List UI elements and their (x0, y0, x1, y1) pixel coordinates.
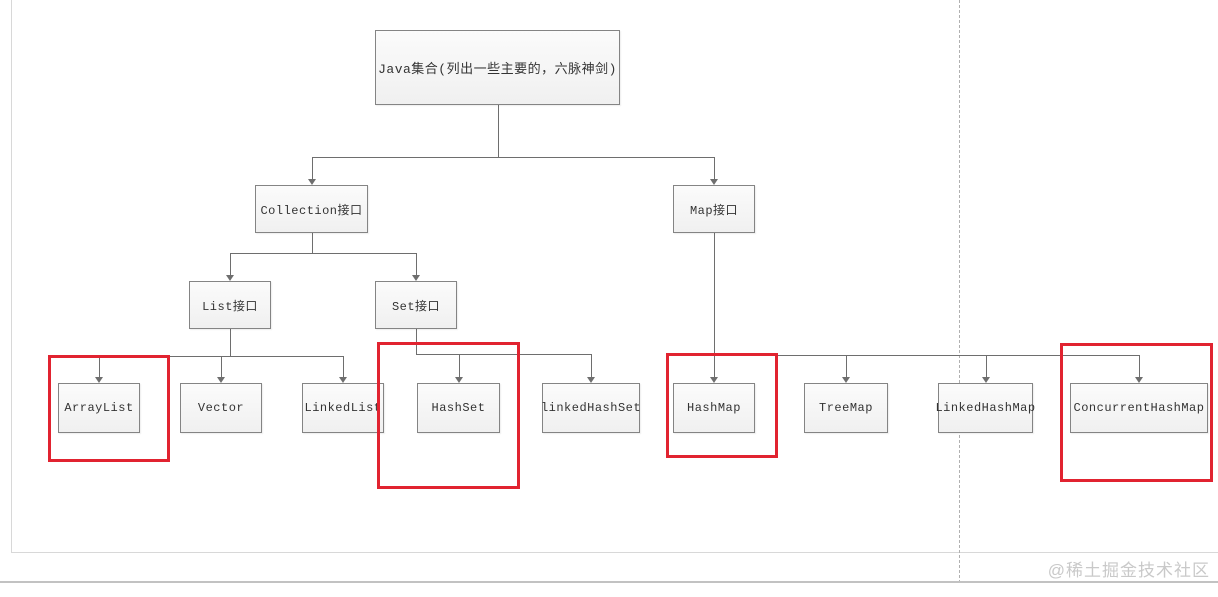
node-map: Map接口 (673, 185, 755, 233)
connector-line (714, 355, 715, 378)
page-break-dashed-line (959, 0, 960, 583)
connector-line (986, 355, 987, 378)
connector-line (230, 329, 231, 357)
connector-arrowhead-icon (217, 377, 225, 383)
node-arraylist: ArrayList (58, 383, 140, 433)
connector-arrowhead-icon (308, 179, 316, 185)
connector-arrowhead-icon (1135, 377, 1143, 383)
node-list: List接口 (189, 281, 271, 329)
connector-line (221, 356, 222, 378)
connector-line (591, 354, 592, 378)
node-hashmap: HashMap (673, 383, 755, 433)
node-label: LinkedList (304, 401, 382, 415)
node-label: HashSet (431, 401, 486, 415)
bottom-divider (0, 581, 1218, 583)
connector-line (230, 253, 231, 276)
connector-line (714, 157, 715, 180)
node-linkedhashset: linkedHashSet (540, 383, 642, 433)
canvas-bottom-border (11, 552, 1218, 553)
node-set: Set接口 (375, 281, 457, 329)
node-label: Map接口 (689, 203, 739, 218)
highlight-box-concurrenthashmap (1060, 343, 1213, 482)
node-label: Collection接口 (260, 203, 363, 218)
node-label: Java集合(列出一些主要的，六脉神剑) (378, 62, 617, 77)
node-label: HashMap (687, 401, 741, 415)
node-vector: Vector (180, 383, 262, 433)
node-label: LinkedHashMap (935, 401, 1036, 415)
connector-arrowhead-icon (226, 275, 234, 281)
connector-line (714, 233, 715, 356)
node-label: TreeMap (819, 401, 873, 415)
connector-arrowhead-icon (587, 377, 595, 383)
node-label: List接口 (202, 299, 258, 314)
watermark-text: @稀土掘金技术社区 (1047, 561, 1210, 580)
node-collection: Collection接口 (255, 185, 368, 233)
connector-line (416, 253, 417, 276)
connector-arrowhead-icon (412, 275, 420, 281)
node-label: Vector (197, 401, 245, 415)
connector-line (1139, 355, 1140, 378)
connector-arrowhead-icon (982, 377, 990, 383)
node-root: Java集合(列出一些主要的，六脉神剑) (375, 30, 620, 105)
node-concurrenthashmap: ConcurrentHashMap (1070, 383, 1208, 433)
connector-arrowhead-icon (710, 179, 718, 185)
highlight-box-arraylist (48, 355, 170, 462)
node-label: linkedHashSet (540, 401, 642, 415)
connector-arrowhead-icon (339, 377, 347, 383)
connector-line (846, 355, 847, 378)
connector-line (312, 157, 313, 180)
connector-arrowhead-icon (455, 377, 463, 383)
node-label: ConcurrentHashMap (1073, 401, 1205, 415)
node-label: ArrayList (64, 401, 134, 415)
connector-line (459, 354, 460, 378)
node-linkedlist: LinkedList (302, 383, 384, 433)
canvas-left-border (11, 0, 12, 553)
connector-line (343, 356, 344, 378)
connector-line (416, 354, 592, 355)
connector-arrowhead-icon (842, 377, 850, 383)
connector-arrowhead-icon (710, 377, 718, 383)
highlight-box-hashset (377, 342, 520, 489)
connector-line (312, 233, 313, 254)
connector-line (99, 356, 100, 378)
connector-line (230, 253, 417, 254)
node-hashset: HashSet (417, 383, 500, 433)
node-linkedhashmap: LinkedHashMap (935, 383, 1036, 433)
connector-arrowhead-icon (95, 377, 103, 383)
connector-line (714, 355, 1140, 356)
highlight-box-hashmap (666, 353, 778, 458)
connector-line (312, 157, 715, 158)
node-label: Set接口 (391, 299, 441, 314)
connector-line (498, 105, 499, 158)
node-treemap: TreeMap (804, 383, 888, 433)
